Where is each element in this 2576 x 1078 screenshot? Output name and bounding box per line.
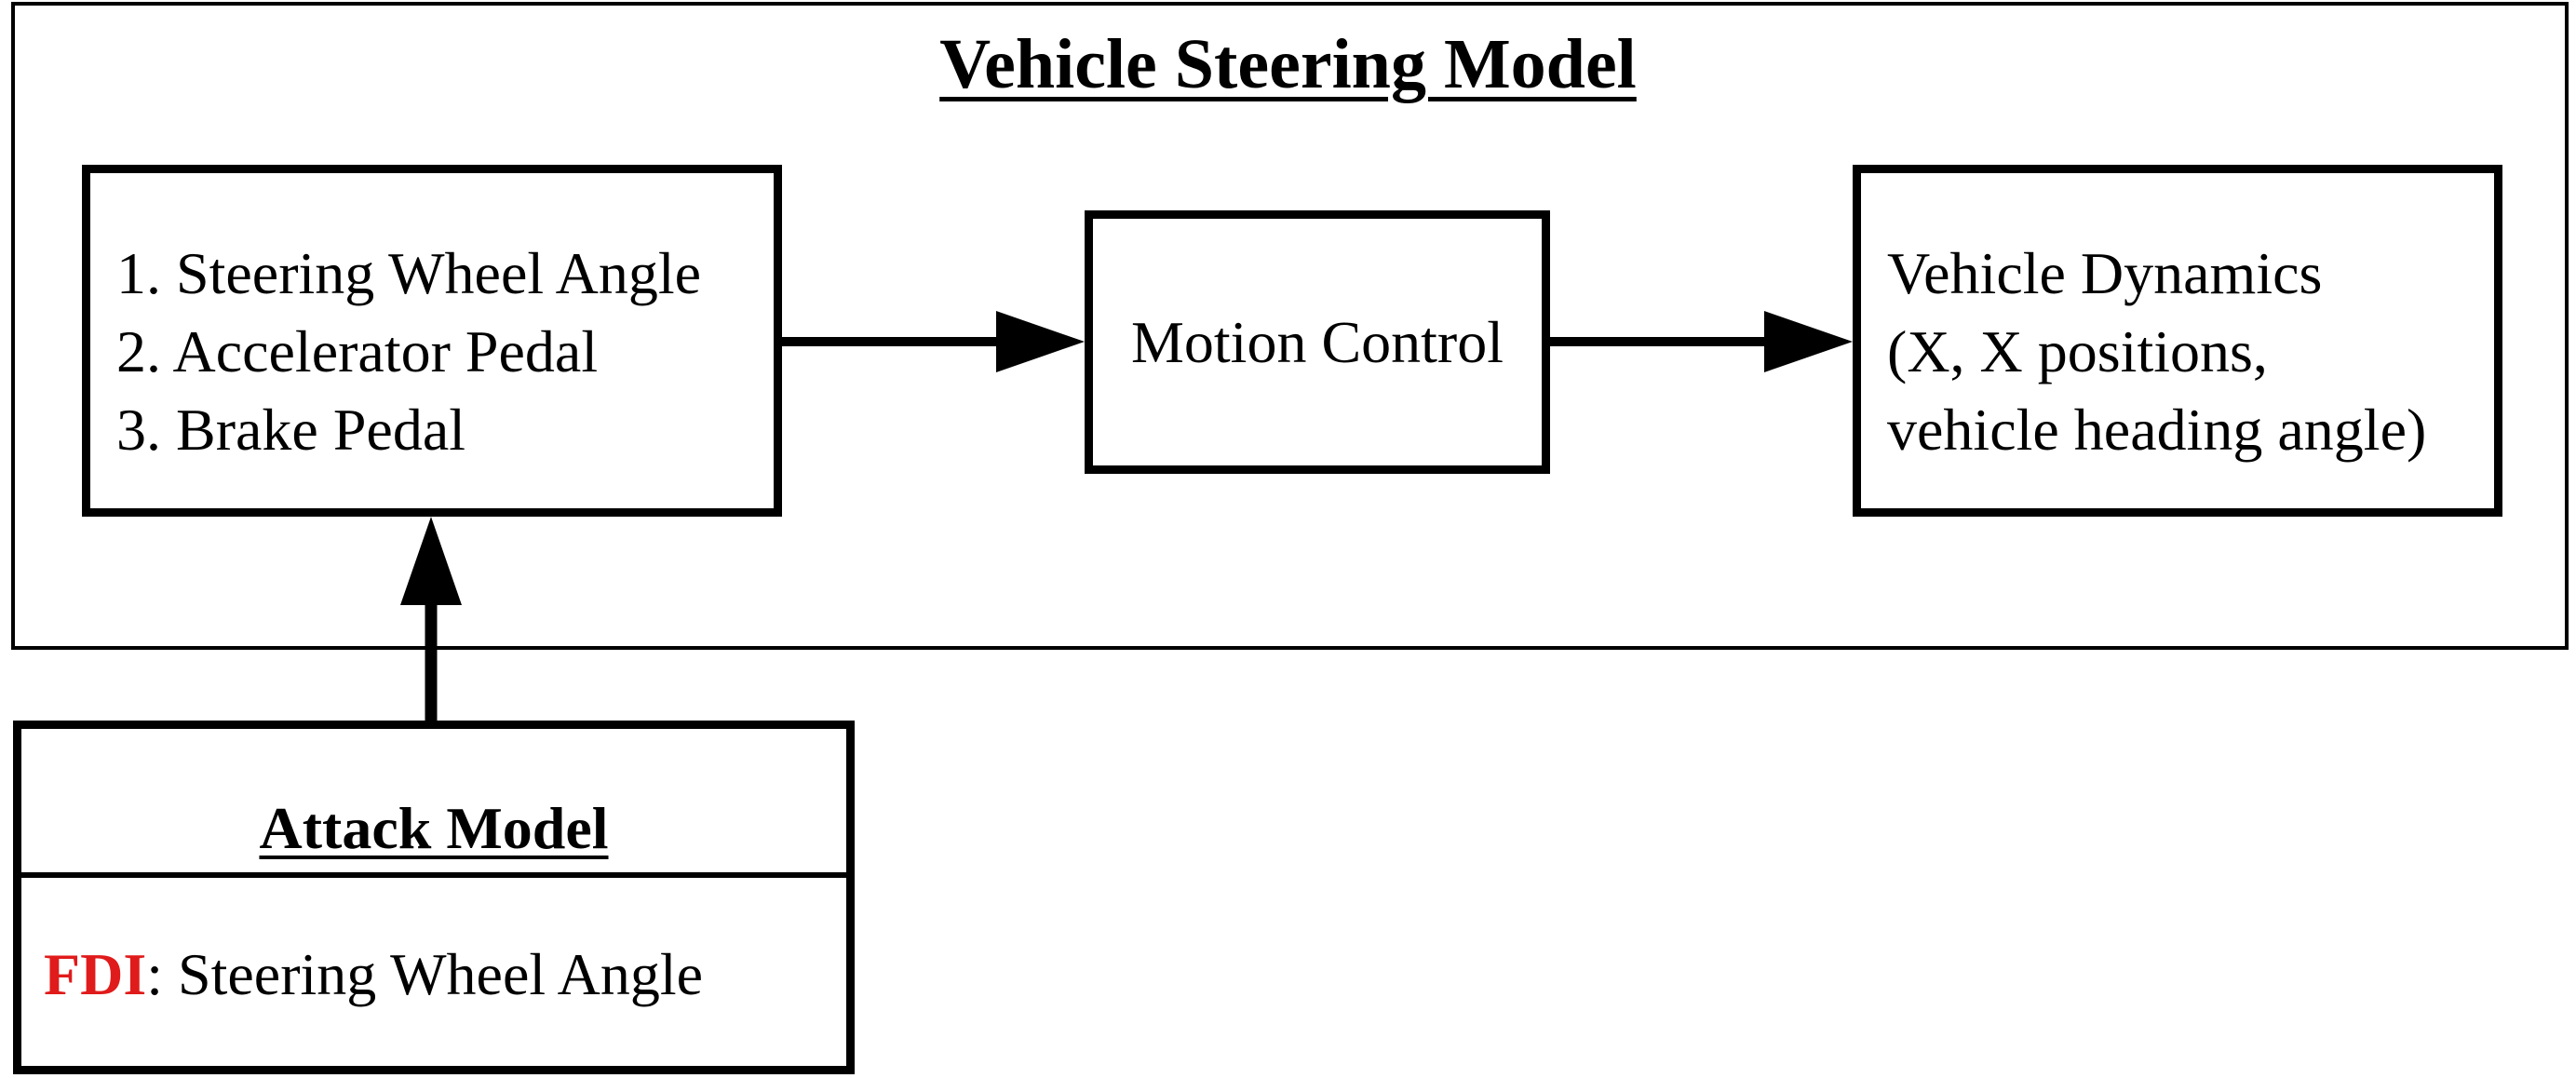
attack-model-title: Attack Model bbox=[259, 794, 609, 861]
dynamics-line-heading: vehicle heading angle) bbox=[1887, 397, 2427, 463]
arrow-motion-to-dynamics-head bbox=[1764, 311, 1853, 372]
fdi-target-text: : Steering Wheel Angle bbox=[146, 941, 703, 1007]
attack-model-header: Attack Model bbox=[21, 729, 846, 878]
dynamics-line-title: Vehicle Dynamics bbox=[1887, 240, 2323, 306]
attack-model-block: Attack Model FDI: Steering Wheel Angle bbox=[13, 721, 855, 1074]
vehicle-dynamics-block: Vehicle Dynamics (X, X positions, vehicl… bbox=[1853, 165, 2502, 517]
input-steering-wheel-angle: 1. Steering Wheel Angle bbox=[116, 240, 701, 306]
diagram-title: Vehicle Steering Model bbox=[939, 25, 1637, 103]
arrow-attack-to-inputs-head bbox=[400, 517, 462, 605]
input-accelerator-pedal: 2. Accelerator Pedal bbox=[116, 318, 599, 384]
attack-model-body: FDI: Steering Wheel Angle bbox=[44, 936, 703, 1014]
dynamics-line-positions: (X, X positions, bbox=[1887, 318, 2268, 384]
input-brake-pedal: 3. Brake Pedal bbox=[116, 397, 465, 463]
control-inputs-block: 1. Steering Wheel Angle 2. Accelerator P… bbox=[82, 165, 782, 517]
vehicle-steering-model-frame bbox=[11, 2, 2569, 650]
fdi-label: FDI bbox=[44, 941, 147, 1007]
motion-control-label: Motion Control bbox=[1130, 308, 1504, 375]
arrow-inputs-to-motion-head bbox=[996, 311, 1085, 372]
motion-control-block: Motion Control bbox=[1085, 210, 1550, 474]
